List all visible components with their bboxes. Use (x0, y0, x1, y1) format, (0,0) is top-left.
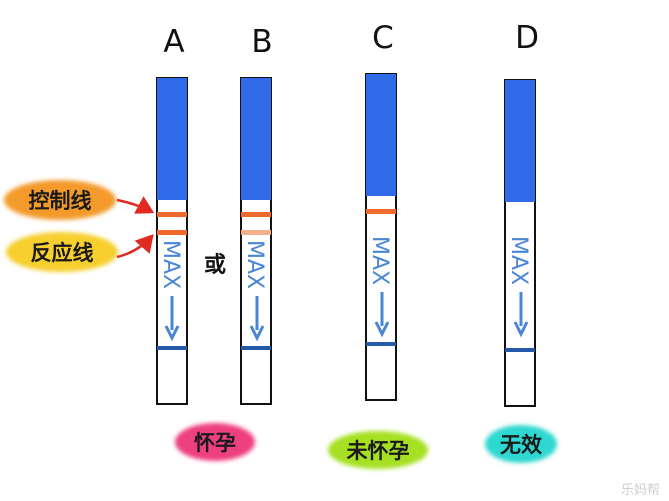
control-line (241, 212, 271, 217)
strip-head (157, 78, 187, 200)
result-label: 无效 (500, 433, 542, 457)
strip-letter-c: C (372, 20, 394, 56)
max-line (505, 348, 535, 352)
callout-badge (4, 180, 116, 220)
strip-letter-d: D (515, 20, 539, 56)
pointer-arrow-icon (116, 196, 155, 214)
callout-control-line: 控制线 (4, 180, 155, 220)
strip-head (241, 78, 271, 200)
test-line (157, 230, 187, 235)
max-label: MAX (506, 236, 531, 285)
or-label: 或 (204, 252, 226, 278)
callout-label: 控制线 (29, 189, 92, 213)
callout-label: 反应线 (31, 241, 94, 265)
strip-letter-a: A (163, 24, 184, 60)
flow-arrow-head-icon (513, 321, 529, 338)
flow-arrow-head-icon (249, 325, 265, 342)
max-line (157, 346, 187, 350)
strip-head (505, 80, 535, 202)
test-strip-d: MAX (504, 79, 536, 407)
result-label: 未怀孕 (347, 439, 410, 463)
result-not-pregnant: 未怀孕 (328, 431, 428, 469)
result-badge (175, 423, 255, 461)
strip-letter-b: B (251, 24, 272, 60)
result-pregnant: 怀孕 (175, 423, 255, 461)
test-line-weak (241, 230, 271, 235)
max-label: MAX (242, 240, 267, 289)
test-strip-c: MAX (365, 73, 397, 401)
flow-arrow-head-icon (374, 321, 390, 338)
max-line (366, 342, 396, 346)
result-badge (328, 431, 428, 469)
watermark: 乐妈帮 (621, 483, 660, 498)
pointer-arrow-icon (116, 234, 154, 259)
max-label: MAX (158, 240, 183, 289)
result-invalid: 无效 (485, 425, 557, 463)
flow-arrow-head-icon (164, 325, 180, 342)
strip-head (366, 74, 396, 196)
max-label: MAX (367, 236, 392, 285)
test-strip-a: MAX (156, 77, 188, 405)
max-line (241, 346, 271, 350)
result-badge (485, 425, 557, 463)
control-line (366, 209, 396, 214)
result-label: 怀孕 (194, 431, 236, 455)
control-line (157, 212, 187, 217)
callout-badge (6, 232, 118, 272)
test-strip-b: MAX (240, 77, 272, 405)
callout-test-line: 反应线 (6, 232, 154, 272)
